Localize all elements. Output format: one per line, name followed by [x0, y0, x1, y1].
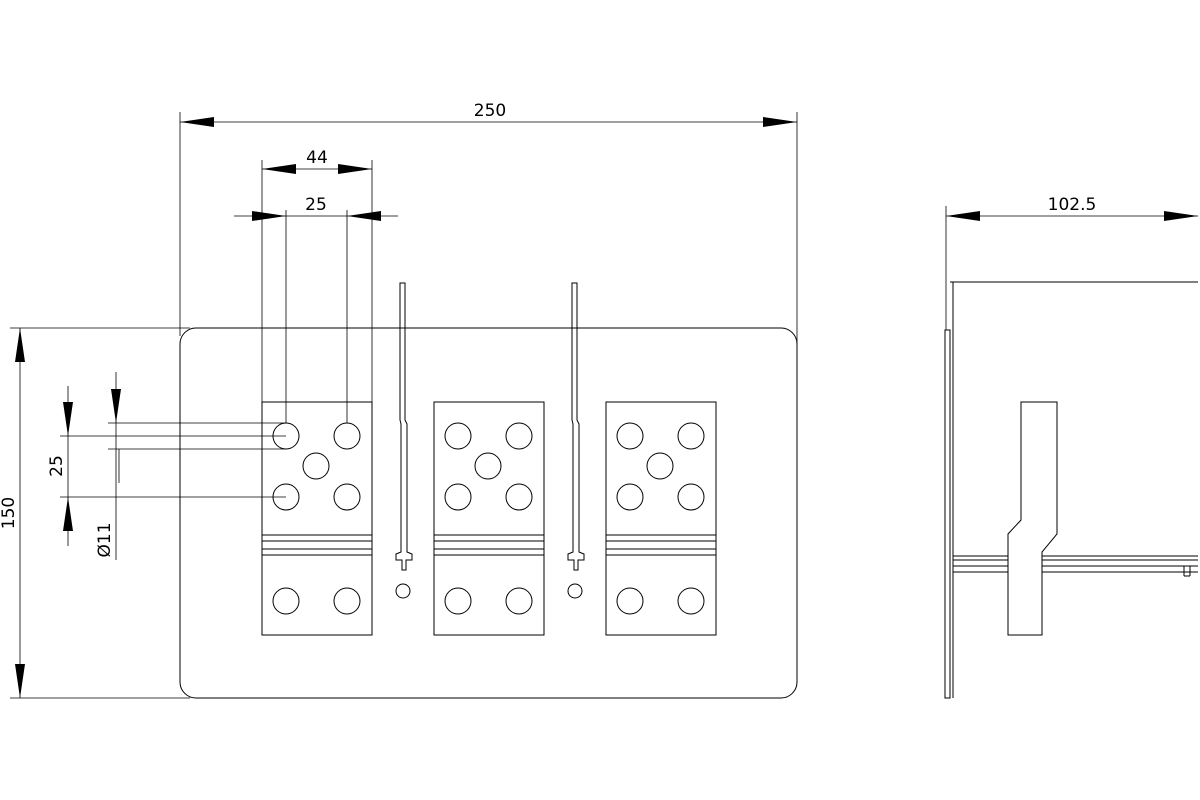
bolt-hole: [616, 422, 644, 450]
mounting-plate-edge: [944, 329, 951, 699]
bolt-hole: [333, 483, 361, 511]
side-view: 102.5: [944, 195, 1198, 699]
dim-text-overall-width: 250: [474, 101, 506, 121]
bolt-hole: [646, 452, 674, 480]
bolt-hole: [333, 587, 361, 615]
bolt-hole: [505, 587, 533, 615]
dimension-overall-width: 250: [179, 101, 798, 348]
terminal-block-2: [433, 401, 545, 636]
separator-pin-1: [395, 282, 413, 599]
dim-text-pad-width: 44: [306, 148, 328, 168]
bolt-hole: [677, 483, 705, 511]
bolt-hole: [505, 483, 533, 511]
separator-pin-2: [567, 282, 585, 599]
bolt-hole: [616, 483, 644, 511]
dim-text-side-depth: 102.5: [1048, 195, 1097, 215]
bolt-hole: [302, 452, 330, 480]
dimension-pad-width: 44: [261, 148, 373, 402]
bolt-hole: [444, 587, 472, 615]
bolt-hole: [677, 587, 705, 615]
dim-text-overall-height: 150: [0, 497, 19, 529]
base-plate: [179, 327, 798, 699]
dimension-side-depth: 102.5: [945, 195, 1198, 330]
side-base-strips: [953, 555, 1198, 577]
bolt-hole: [272, 587, 300, 615]
bolt-hole: [333, 422, 361, 450]
bolt-hole: [616, 587, 644, 615]
dim-text-hole-diameter: Ø11: [95, 522, 115, 557]
front-view: 250 44 25 150: [0, 101, 798, 699]
bolt-hole: [444, 483, 472, 511]
dim-text-hole-spacing-h: 25: [305, 195, 327, 215]
bolt-hole: [677, 422, 705, 450]
bolt-hole: [444, 422, 472, 450]
dim-text-hole-spacing-v: 25: [47, 455, 67, 477]
dimension-hole-spacing-v: 25: [47, 386, 286, 546]
side-body: [950, 281, 1198, 698]
terminal-blade: [1007, 401, 1058, 636]
dimension-hole-spacing-h: 25: [234, 195, 398, 423]
dimension-overall-height: 150: [0, 327, 190, 699]
terminal-block-3: [605, 401, 717, 636]
bolt-hole: [505, 422, 533, 450]
terminal-block-1: [261, 401, 373, 636]
dimension-hole-diameter: Ø11: [95, 372, 286, 560]
bolt-hole: [474, 452, 502, 480]
